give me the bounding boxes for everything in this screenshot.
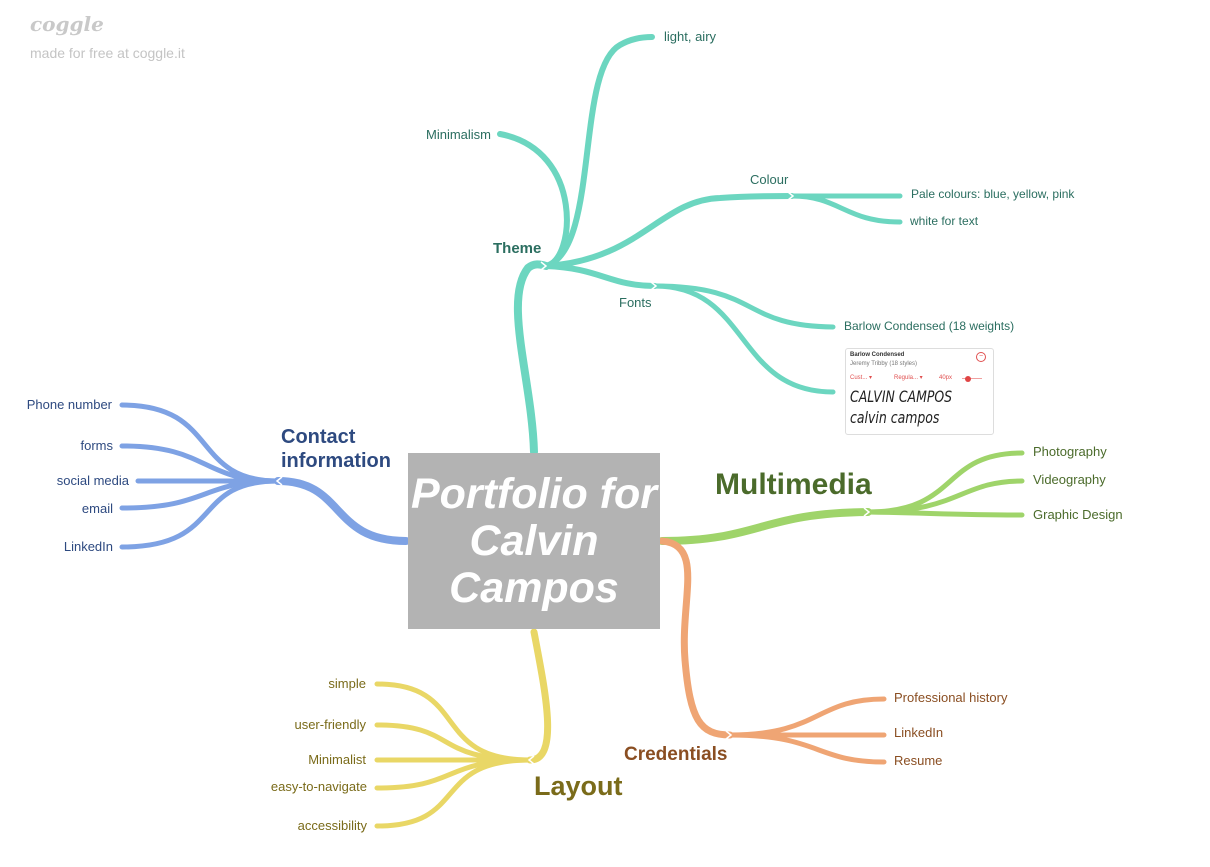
- credentials-branch: [658, 537, 887, 765]
- fonts-to-preview-connector: [652, 283, 836, 395]
- credentials-node-chevron: [725, 730, 733, 740]
- multimedia-item-graphic-design[interactable]: Graphic Design: [1033, 507, 1123, 522]
- theme-node-chevron: [540, 261, 548, 271]
- central-title: Portfolio for Calvin Campos: [410, 469, 657, 612]
- pale-colours-label[interactable]: Pale colours: blue, yellow, pink: [911, 187, 1075, 201]
- layout-label[interactable]: Layout: [534, 771, 623, 801]
- credentials-to-professional-history-connector: [727, 696, 887, 738]
- contact-to-phone-connector: [119, 402, 281, 484]
- light-airy-label[interactable]: light, airy: [664, 29, 717, 44]
- fonts-label[interactable]: Fonts: [619, 295, 652, 310]
- watermark-tagline[interactable]: made for free at coggle.it: [30, 45, 185, 61]
- credentials-item-linkedin[interactable]: LinkedIn: [894, 725, 944, 740]
- contact-item-linkedin[interactable]: LinkedIn: [63, 539, 113, 554]
- layout-item-simple[interactable]: simple: [328, 676, 366, 691]
- multimedia-node-chevron: [863, 507, 871, 517]
- theme-label[interactable]: Theme: [493, 240, 542, 257]
- layout-to-accessibility-connector: [374, 757, 533, 829]
- colour-node-chevron: [787, 191, 795, 201]
- central-node[interactable]: Portfolio for Calvin Campos: [408, 453, 660, 629]
- central-to-layout-connector: [526, 628, 552, 764]
- layout-to-easy-to-navigate-connector: [374, 757, 533, 791]
- layout-item-easy-to-navigate[interactable]: easy-to-navigate: [270, 779, 367, 794]
- contact-item-email[interactable]: email: [81, 501, 113, 516]
- contact-to-forms-connector: [119, 443, 281, 484]
- colour-to-white-text-connector: [789, 193, 903, 225]
- layout-item-user-friendly[interactable]: user-friendly: [294, 717, 366, 732]
- preview-font-meta: Jeremy Tribby (18 styles): [850, 361, 918, 367]
- preview-font-name: Barlow Condensed: [850, 352, 905, 358]
- central-to-credentials-connector: [658, 537, 734, 739]
- barlow-condensed-label[interactable]: Barlow Condensed (18 weights): [844, 319, 1015, 333]
- contact-to-linkedin-connector: [119, 478, 281, 550]
- contact-item-social-media[interactable]: social media: [56, 473, 129, 488]
- credentials-item-resume[interactable]: Resume: [894, 753, 943, 768]
- contact-node-chevron: [275, 476, 283, 486]
- multimedia-item-photography[interactable]: Photography: [1033, 444, 1107, 459]
- preview-size-value: 40px: [939, 375, 953, 381]
- preview-size-slider-track: [962, 378, 982, 379]
- layout-node-chevron: [527, 755, 535, 765]
- credentials-label[interactable]: Credentials: [624, 744, 728, 765]
- preview-size-slider-knob: [965, 376, 971, 382]
- credentials-item-professional-history[interactable]: Professional history: [894, 690, 1008, 705]
- theme-branch: [497, 34, 903, 456]
- multimedia-label[interactable]: Multimedia: [715, 468, 872, 501]
- contact-branch: [119, 402, 410, 550]
- multimedia-item-videography[interactable]: Videography: [1033, 472, 1106, 487]
- central-to-multimedia-connector: [658, 508, 872, 545]
- contact-information-label[interactable]: Contact information: [281, 426, 391, 472]
- multimedia-to-graphic-design-connector: [865, 509, 1025, 518]
- contact-item-forms[interactable]: forms: [80, 438, 114, 453]
- contact-item-phone-number[interactable]: Phone number: [26, 397, 112, 412]
- credentials-to-resume-connector: [727, 732, 887, 765]
- preview-custom-dropdown: Cust... ▾: [850, 375, 873, 381]
- central-to-contact-connector: [274, 477, 410, 545]
- colour-label[interactable]: Colour: [750, 172, 789, 187]
- layout-item-minimalist[interactable]: Minimalist: [308, 752, 366, 767]
- central-to-theme-connector: [513, 260, 550, 456]
- theme-to-fonts-connector: [543, 263, 658, 289]
- preview-style-dropdown: Regula... ▾: [894, 375, 923, 381]
- white-for-text-label[interactable]: white for text: [910, 214, 979, 228]
- layout-to-user-friendly-connector: [374, 722, 533, 763]
- minimalism-label[interactable]: Minimalism: [426, 127, 491, 142]
- theme-to-light-airy-connector: [543, 34, 655, 269]
- coggle-logo[interactable]: coggle: [30, 12, 104, 36]
- fonts-to-barlow-connector: [652, 283, 836, 330]
- multimedia-branch: [658, 450, 1025, 545]
- preview-remove-icon: −: [976, 352, 986, 362]
- preview-sample-uppercase: CALVIN CAMPOS: [850, 387, 953, 406]
- layout-branch: [374, 628, 552, 829]
- theme-to-colour-connector: [543, 193, 795, 269]
- font-preview-image[interactable]: Barlow Condensed Jeremy Tribby (18 style…: [845, 348, 994, 435]
- fonts-node-chevron: [650, 281, 658, 291]
- preview-sample-lowercase: calvin campos: [850, 408, 940, 427]
- layout-item-accessibility[interactable]: accessibility: [297, 818, 367, 833]
